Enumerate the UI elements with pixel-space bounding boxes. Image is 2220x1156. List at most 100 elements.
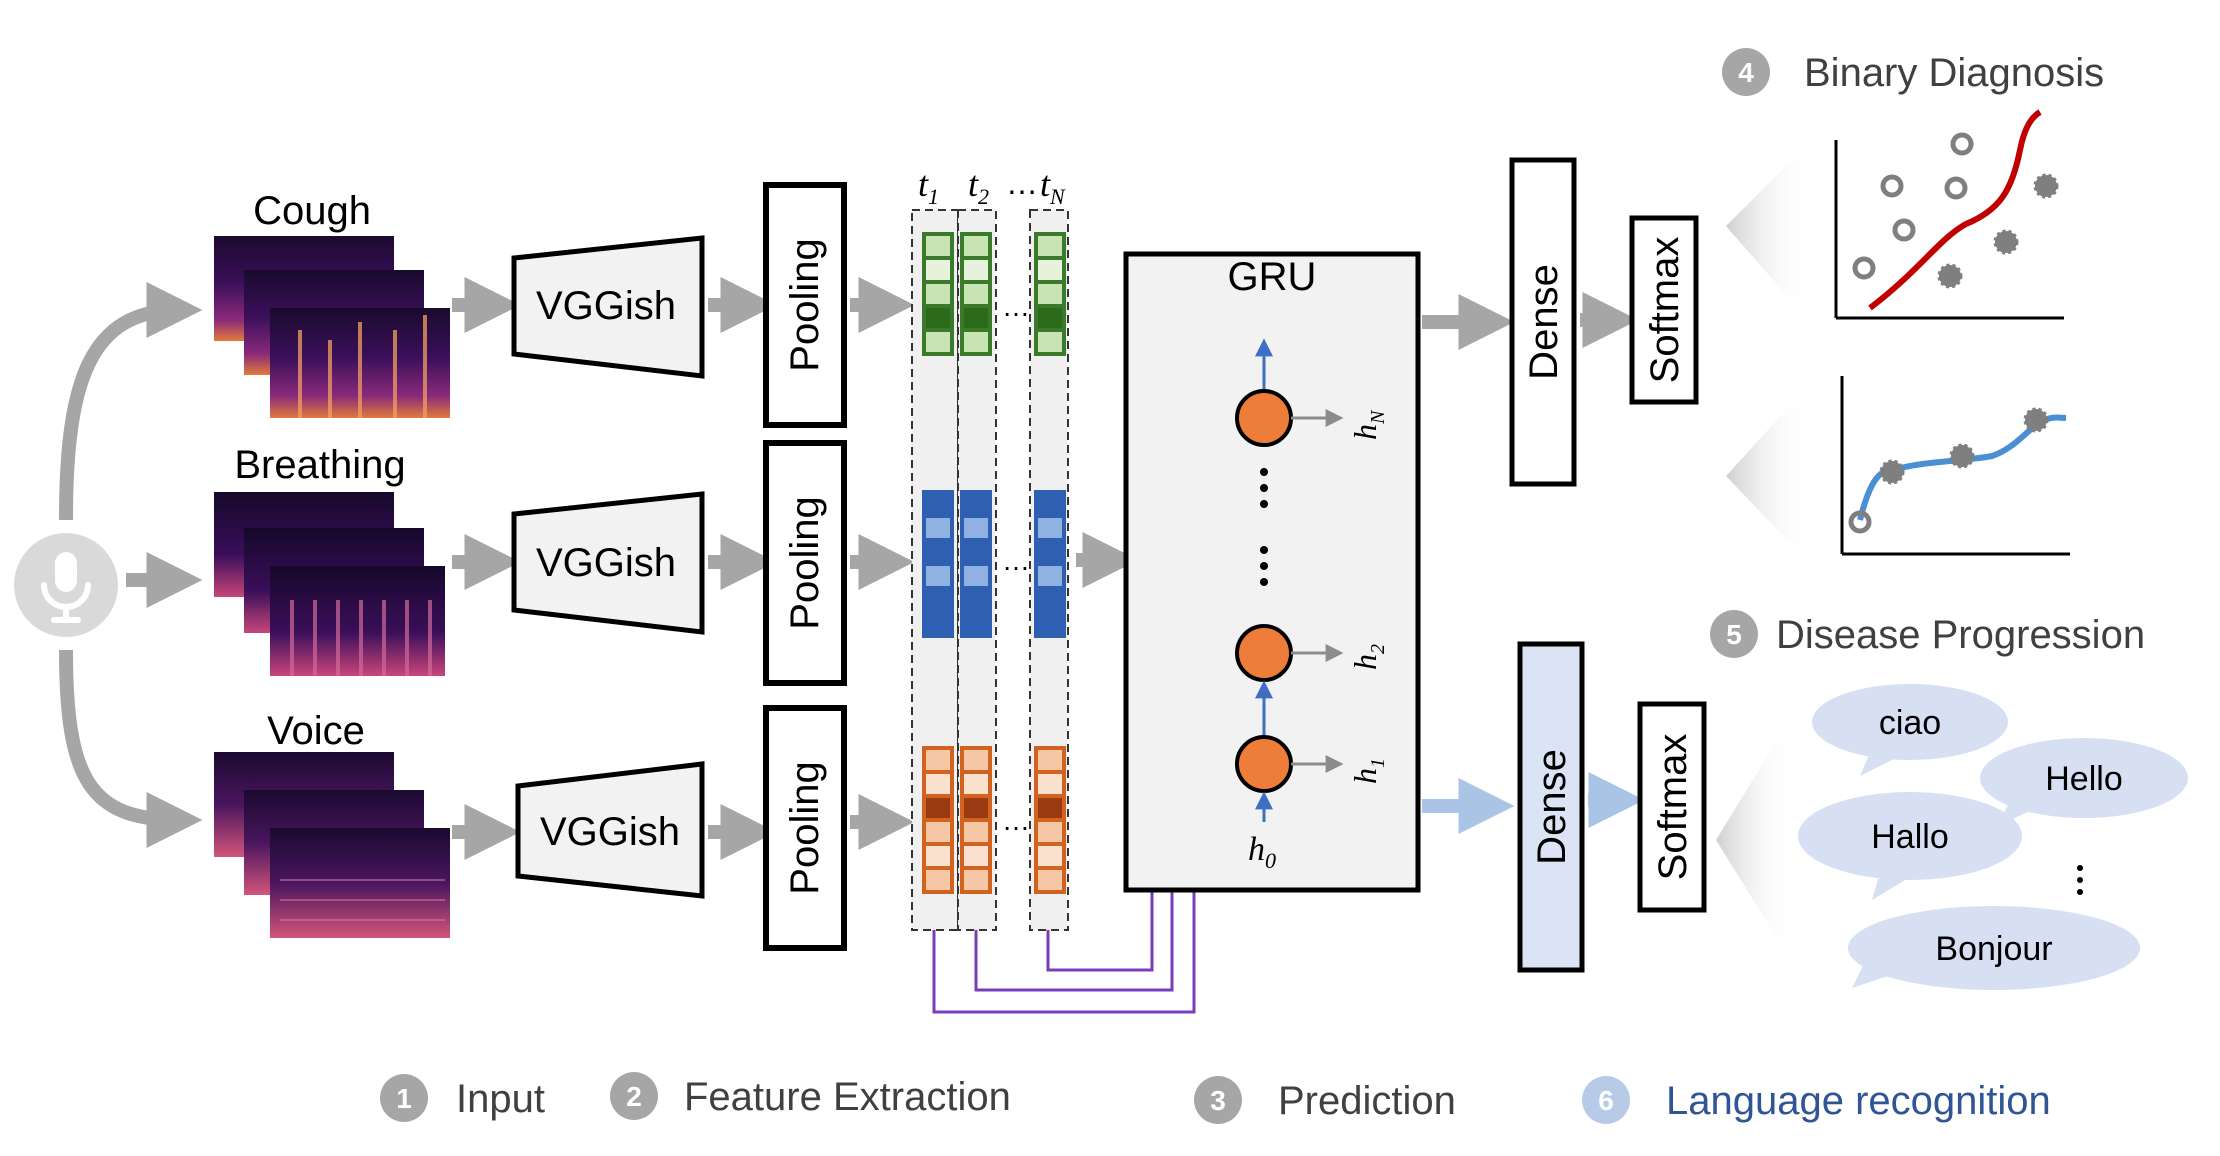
svg-text:Feature Extraction: Feature Extraction	[684, 1075, 1011, 1119]
hidden-state-hN: hN	[1347, 409, 1389, 440]
bubble-ciao: ciao	[1812, 684, 2008, 776]
vggish-cough	[511, 235, 705, 379]
bubble-bonjour: Bonjour	[1848, 906, 2140, 990]
softmax-bottom-label: Softmax	[1651, 734, 1695, 881]
wedge-language	[1716, 716, 1792, 962]
task-binary-header: 4 Binary Diagnosis	[1722, 48, 2104, 96]
pooling-cough-label: Pooling	[783, 238, 827, 371]
breathing-label: Breathing	[234, 443, 405, 487]
pooling-layers: Pooling Pooling Pooling	[763, 182, 847, 951]
time-label-tN: tN	[1040, 164, 1066, 209]
gru-node-N	[1235, 389, 1293, 447]
bubble-hallo: Hallo	[1798, 792, 2022, 900]
svg-text:…: …	[1002, 291, 1030, 322]
feature-vector-breathing-t1	[922, 490, 954, 638]
microphone-glyph	[41, 552, 91, 623]
feature-vector-cough-tN	[1034, 232, 1066, 356]
feature-vectors-breathing	[922, 490, 1066, 638]
time-step-labels: t1 t2 … tN	[918, 164, 1066, 209]
vggish-breathing	[511, 491, 705, 635]
gru-vertical-dots-lower	[1260, 546, 1268, 586]
hidden-state-h0: h0	[1248, 831, 1276, 873]
softmax-top-label: Softmax	[1643, 237, 1687, 384]
feature-vector-voice-tN	[1034, 746, 1066, 894]
legend-feature-extraction: 2 Feature Extraction	[610, 1072, 1011, 1120]
pooling-to-feature-arrows	[850, 277, 915, 850]
svg-text:Hello: Hello	[2045, 760, 2122, 798]
feature-vectors-cough	[922, 232, 1066, 356]
svg-text:2: 2	[626, 1081, 642, 1112]
svg-text:ciao: ciao	[1879, 704, 1941, 742]
pooling-cough	[763, 182, 847, 428]
language-head: Dense Softmax	[1517, 641, 1707, 973]
gru-title: GRU	[1228, 255, 1317, 299]
progression-plot	[1840, 376, 2070, 556]
bubble-hello: Hello	[1980, 738, 2188, 826]
cough-label: Cough	[253, 189, 371, 233]
task-binary-label: Binary Diagnosis	[1804, 51, 2104, 95]
svg-text:Prediction: Prediction	[1278, 1079, 1456, 1123]
cough-input: Cough	[214, 189, 450, 418]
feature-vector-voice-t1	[922, 746, 954, 894]
feature-ellipses: … … …	[1002, 291, 1030, 836]
breathing-input: Breathing	[214, 443, 445, 676]
svg-text:Hallo: Hallo	[1871, 818, 1948, 856]
healthy-markers	[1852, 132, 1974, 280]
dense-top-label: Dense	[1522, 264, 1566, 380]
breathing-spectrogram-bands	[290, 600, 432, 676]
gru-block: GRU hN h2 h1 h0	[1123, 251, 1421, 893]
softmax-bottom	[1637, 701, 1707, 913]
binary-diagnosis-plot	[1834, 109, 2064, 320]
svg-text:3: 3	[1210, 1085, 1226, 1116]
vggish-voice	[515, 761, 705, 899]
decision-boundary	[1868, 109, 2042, 311]
spec-to-vggish-arrows	[452, 277, 521, 860]
language-bubbles: ciao Hello Hallo Bonjour	[1798, 684, 2188, 990]
feature-vector-cough-t2	[960, 232, 992, 356]
svg-text:Language recognition: Language recognition	[1666, 1079, 2051, 1123]
feature-vector-breathing-tN	[1034, 490, 1066, 638]
svg-text:5: 5	[1726, 619, 1742, 650]
branch-arrow-voice	[59, 649, 203, 848]
input-section	[14, 282, 203, 848]
softmax-top	[1629, 215, 1699, 405]
wedge-progression	[1726, 386, 1808, 562]
vggish-encoders: VGGish VGGish VGGish	[511, 235, 705, 899]
svg-text:…: …	[1002, 805, 1030, 836]
svg-text:Bonjour: Bonjour	[1935, 930, 2052, 968]
hidden-state-h2: h2	[1347, 644, 1389, 670]
gru-node-1	[1235, 735, 1293, 793]
svg-text:1: 1	[396, 1083, 412, 1114]
diagnosis-head: Dense Softmax	[1509, 157, 1699, 487]
gru-node-2	[1235, 624, 1293, 682]
legend: 1 Input 2 Feature Extraction 3 Predictio…	[380, 1072, 2051, 1124]
cough-spectrogram-bands	[298, 315, 427, 418]
vggish-breathing-label: VGGish	[536, 541, 676, 585]
svg-text:…: …	[1002, 545, 1030, 576]
vggish-voice-label: VGGish	[540, 810, 680, 854]
wedge-binary	[1726, 144, 1808, 320]
bubble-more-dots	[2077, 865, 2083, 895]
legend-input: 1 Input	[380, 1074, 545, 1122]
dense-top	[1509, 157, 1577, 487]
feature-vector-voice-t2	[960, 746, 992, 894]
time-label-ellipsis: …	[1006, 165, 1038, 201]
pooling-voice-label: Pooling	[783, 761, 827, 894]
svg-text:6: 6	[1598, 1085, 1614, 1116]
gru-container	[1123, 251, 1421, 893]
hidden-state-h1: h1	[1347, 758, 1389, 784]
legend-prediction: 3 Prediction	[1194, 1076, 1456, 1124]
feature-vector-cough-t1	[922, 232, 954, 356]
pooling-breathing	[763, 440, 847, 686]
svg-text:4: 4	[1738, 57, 1754, 88]
vggish-to-pooling-arrows	[708, 277, 777, 860]
time-label-t1: t1	[918, 164, 939, 209]
task-progression-badge	[1710, 610, 1758, 658]
feature-vectors-voice	[922, 746, 1066, 894]
gru-vertical-dots-upper	[1260, 468, 1268, 508]
vggish-cough-label: VGGish	[536, 284, 676, 328]
svg-text:Input: Input	[456, 1077, 545, 1121]
task-progression-header: 5 Disease Progression	[1710, 610, 2145, 658]
voice-input: Voice	[214, 709, 450, 938]
